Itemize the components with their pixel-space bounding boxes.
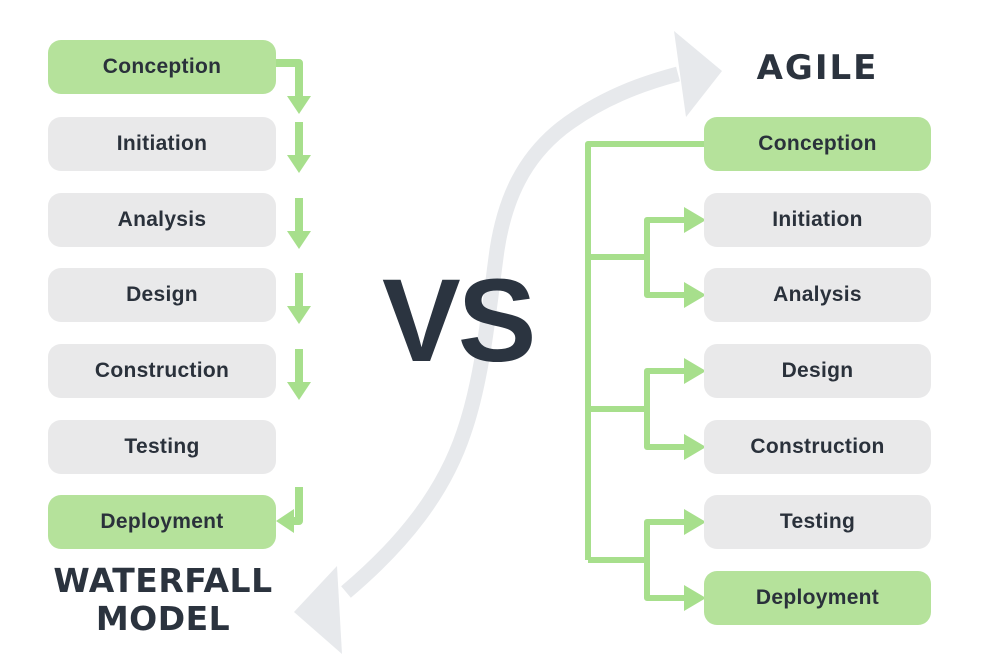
comparison-arrow-icon [294,31,722,654]
waterfall-stage-testing: Testing [48,420,276,474]
agile-tree-connector [585,141,706,611]
agile-stage-deployment: Deployment [704,571,931,625]
agile-title: AGILE [756,48,879,88]
flow-arrow-construction-to-testing [287,349,311,400]
waterfall-stage-initiation: Initiation [48,117,276,171]
branch-design-construction [588,358,706,460]
flow-arrow-testing-to-deployment [276,487,303,533]
agile-stage-construction: Construction [704,420,931,474]
agile-stage-testing: Testing [704,495,931,549]
vs-label: VS [382,255,536,387]
waterfall-stage-design: Design [48,268,276,322]
waterfall-stage-deployment: Deployment [48,495,276,549]
waterfall-stage-analysis: Analysis [48,193,276,247]
waterfall-title-line2: MODEL [95,598,231,638]
agile-stage-design: Design [704,344,931,398]
flow-arrow-initiation-to-analysis [287,122,311,173]
agile-stage-initiation: Initiation [704,193,931,247]
waterfall-stage-conception: Conception [48,40,276,94]
waterfall-stage-construction: Construction [48,344,276,398]
branch-testing-deployment [588,509,706,611]
branch-initiation-analysis [588,207,706,308]
flow-arrow-analysis-to-design [287,198,311,249]
arrowhead-to-agile [674,31,722,117]
waterfall-flow-arrows [276,59,311,533]
arrowhead-to-waterfall [294,566,342,654]
flow-arrow-design-to-construction [287,273,311,324]
agile-stage-conception: Conception [704,117,931,171]
waterfall-model-title: WATERFALL MODEL [18,562,308,637]
agile-stage-analysis: Analysis [704,268,931,322]
waterfall-title-line1: WATERFALL [53,561,273,600]
flow-arrow-conception-to-initiation [276,59,311,114]
trunk-and-conception-link [585,141,704,560]
